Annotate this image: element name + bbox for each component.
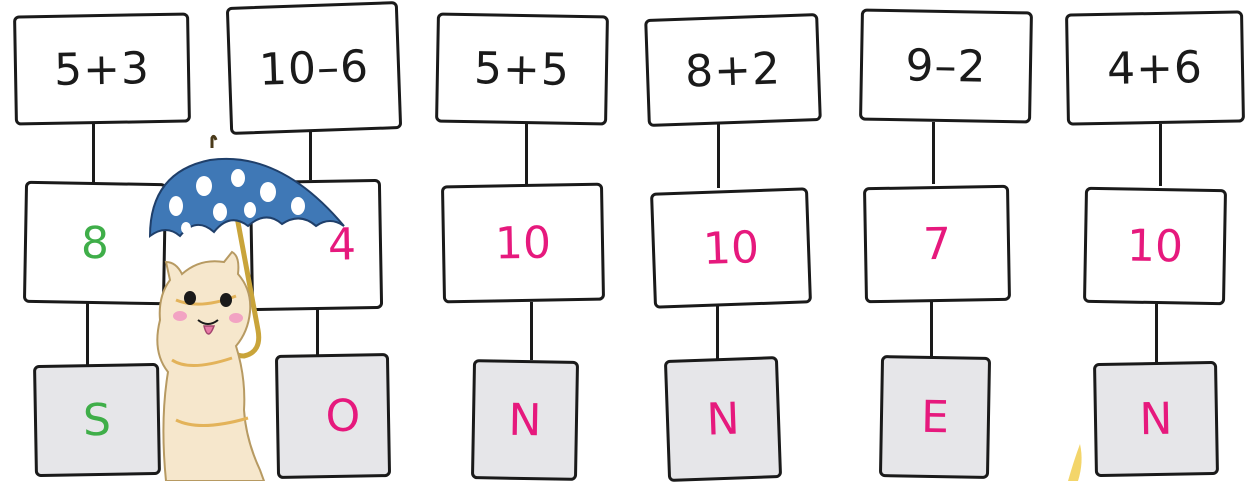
worksheet: 5+3 8 S 10–6 4 O 5+5 10 N 8+2 10 N 9–2 7…	[0, 0, 1252, 481]
llama-with-umbrella-illustration	[0, 0, 1252, 481]
